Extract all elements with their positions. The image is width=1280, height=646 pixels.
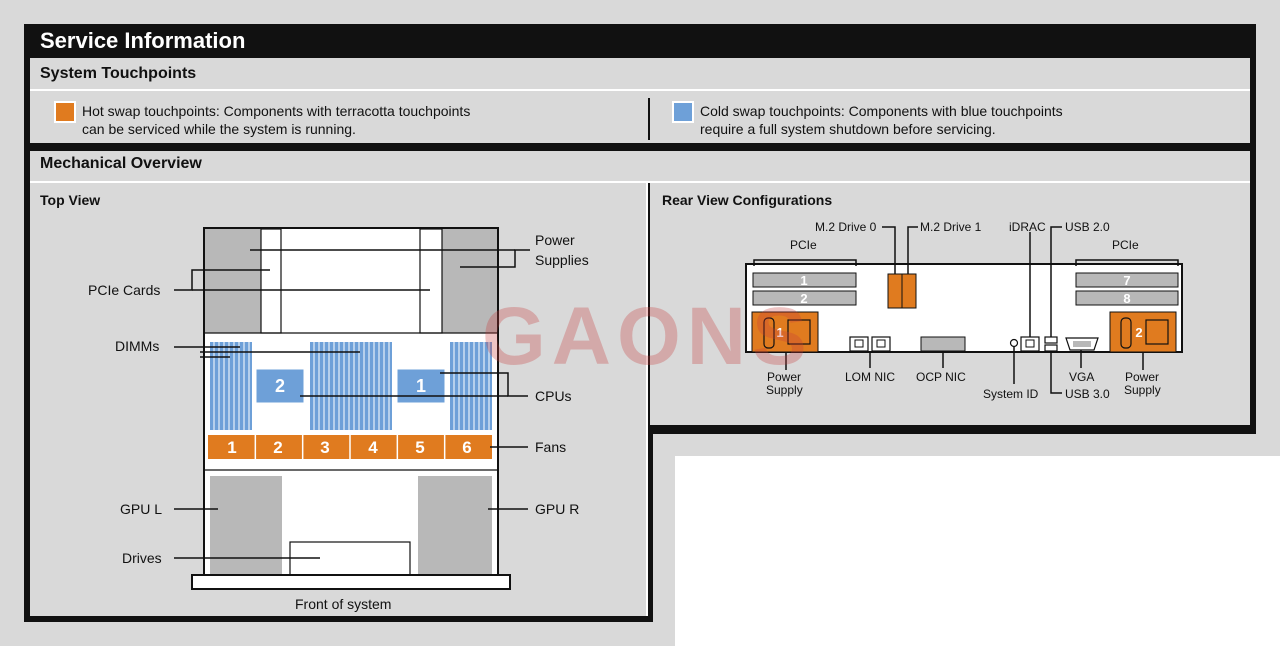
- m2-drive-1: [901, 273, 917, 309]
- label-power-supply-left-1: Power: [767, 370, 802, 384]
- cpu-2: [255, 368, 305, 404]
- label-pcie-cards: PCIe Cards: [88, 282, 161, 298]
- pcie-slot-8-number: 8: [1123, 291, 1130, 306]
- m2-drive-0: [887, 273, 903, 309]
- rear-psu-1: [751, 311, 819, 353]
- label-gpu-l: GPU L: [120, 501, 163, 517]
- pcie-slot-8: [1075, 290, 1179, 306]
- ocp-nic: [920, 336, 966, 352]
- touchpoints-title-bar: [30, 58, 1250, 91]
- pcie-slot-7: [1075, 272, 1179, 288]
- watermark-logo: GAONS: [482, 291, 813, 382]
- pcie-left-bracket: [753, 259, 857, 266]
- dimms-right: [450, 342, 492, 430]
- cpu-1: [396, 368, 446, 404]
- pcie-slot-2: [752, 290, 857, 306]
- label-drives: Drives: [122, 550, 162, 566]
- gpu-left: [210, 476, 282, 576]
- label-idrac: iDRAC: [1009, 220, 1046, 234]
- rear-psu-2: [1109, 311, 1177, 353]
- top-view-title: Top View: [40, 192, 101, 208]
- legend-divider: [648, 98, 650, 140]
- lom-nic-port-2: [871, 336, 891, 352]
- label-m2-drive-1: M.2 Drive 1: [920, 220, 982, 234]
- label-front-of-system: Front of system: [295, 596, 392, 612]
- label-ocp-nic: OCP NIC: [916, 370, 966, 384]
- cpu-1-number: 1: [416, 376, 426, 396]
- leader-pcie: [174, 269, 270, 291]
- label-usb20: USB 2.0: [1065, 220, 1110, 234]
- cold-swap-line2: require a full system shutdown before se…: [700, 121, 996, 137]
- page-title: Service Information: [40, 28, 246, 53]
- fan-3-number: 3: [320, 438, 329, 457]
- label-power-supplies-2: Supplies: [535, 252, 589, 268]
- label-system-id: System ID: [983, 387, 1039, 401]
- pcie-right-bracket: [1075, 259, 1179, 266]
- label-m2-drive-0: M.2 Drive 0: [815, 220, 877, 234]
- label-cpus: CPUs: [535, 388, 572, 404]
- lom-nic-port-1: [849, 336, 869, 352]
- mechanical-title: Mechanical Overview: [40, 155, 202, 172]
- fan-6-number: 6: [462, 438, 471, 457]
- fan-1-number: 1: [227, 438, 236, 457]
- touchpoints-title: System Touchpoints: [40, 65, 197, 82]
- rear-psu-2-number: 2: [1135, 325, 1142, 340]
- cold-swap-line1: Cold swap touchpoints: Components with b…: [700, 103, 1063, 119]
- leader-cpus: [440, 372, 528, 397]
- fan-2-number: 2: [273, 438, 282, 457]
- fan-5-number: 5: [415, 438, 424, 457]
- label-lom-nic: LOM NIC: [845, 370, 896, 384]
- rear-view-title: Rear View Configurations: [662, 192, 833, 208]
- label-dimms: DIMMs: [115, 338, 160, 354]
- touchpoints-legend-panel: [30, 91, 1250, 143]
- hot-swap-swatch: [54, 101, 76, 123]
- label-power-supplies-1: Power: [535, 232, 575, 248]
- label-power-supply-left-2: Supply: [766, 383, 803, 397]
- label-power-supply-right-1: Power: [1125, 370, 1160, 384]
- hot-swap-line1: Hot swap touchpoints: Components with te…: [82, 103, 471, 119]
- label-vga: VGA: [1069, 370, 1095, 384]
- psu-right: [442, 229, 497, 333]
- pcie-slot-1: [752, 272, 857, 288]
- dimm-stripes: [213, 342, 490, 430]
- usb-port-top: [1044, 336, 1058, 344]
- leader-power-supplies: [460, 249, 530, 268]
- pcie-slot-1-number: 1: [800, 273, 807, 288]
- fan-4-number: 4: [368, 438, 378, 457]
- mechanical-title-bar: [30, 151, 1250, 183]
- gpu-right: [418, 476, 492, 576]
- idrac-port: [1020, 336, 1040, 352]
- label-pcie-right: PCIe: [1112, 238, 1139, 252]
- cpu-2-number: 2: [275, 376, 285, 396]
- label-power-supply-right-2: Supply: [1124, 383, 1161, 397]
- psu-left: [205, 229, 261, 333]
- usb-port-bottom: [1044, 344, 1058, 352]
- hot-swap-line2: can be serviced while the system is runn…: [82, 121, 356, 137]
- cold-swap-swatch: [672, 101, 694, 123]
- pcie-slot-2-number: 2: [800, 291, 807, 306]
- pcie-slot-7-number: 7: [1123, 273, 1130, 288]
- label-usb30: USB 3.0: [1065, 387, 1110, 401]
- front-bezel: [191, 574, 511, 590]
- fan-dividers: [254, 435, 446, 459]
- label-fans: Fans: [535, 439, 567, 455]
- label-gpu-r: GPU R: [535, 501, 580, 517]
- rear-psu-1-number: 1: [776, 325, 783, 340]
- system-id-button: [1009, 338, 1019, 348]
- label-pcie-left: PCIe: [790, 238, 817, 252]
